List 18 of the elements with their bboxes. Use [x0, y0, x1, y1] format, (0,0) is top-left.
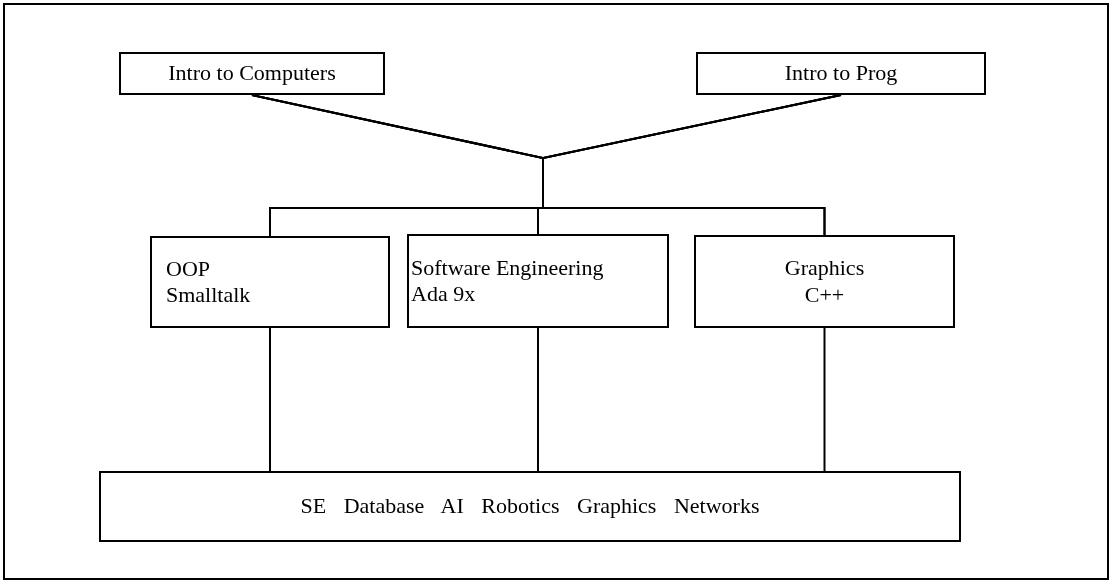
connector-line [269, 327, 271, 472]
course-label: SE Database AI Robotics Graphics Networks [299, 493, 761, 520]
connector-line [823, 327, 826, 472]
course-label: OOP [166, 255, 211, 282]
course-label: Software Engineering [411, 254, 605, 281]
course-box [696, 52, 986, 95]
course-label: Intro to Computers [167, 60, 337, 87]
course-label: Smalltalk [166, 282, 252, 309]
course-label: Ada 9x [411, 281, 477, 308]
course-box [150, 236, 390, 328]
course-box [407, 234, 669, 328]
course-label: Graphics [783, 255, 866, 282]
course-label: C++ [803, 281, 846, 308]
course-box [694, 235, 955, 328]
course-label: Intro to Prog [783, 60, 899, 87]
course-box [119, 52, 385, 95]
course-box [99, 471, 961, 542]
connector-line [537, 327, 539, 472]
